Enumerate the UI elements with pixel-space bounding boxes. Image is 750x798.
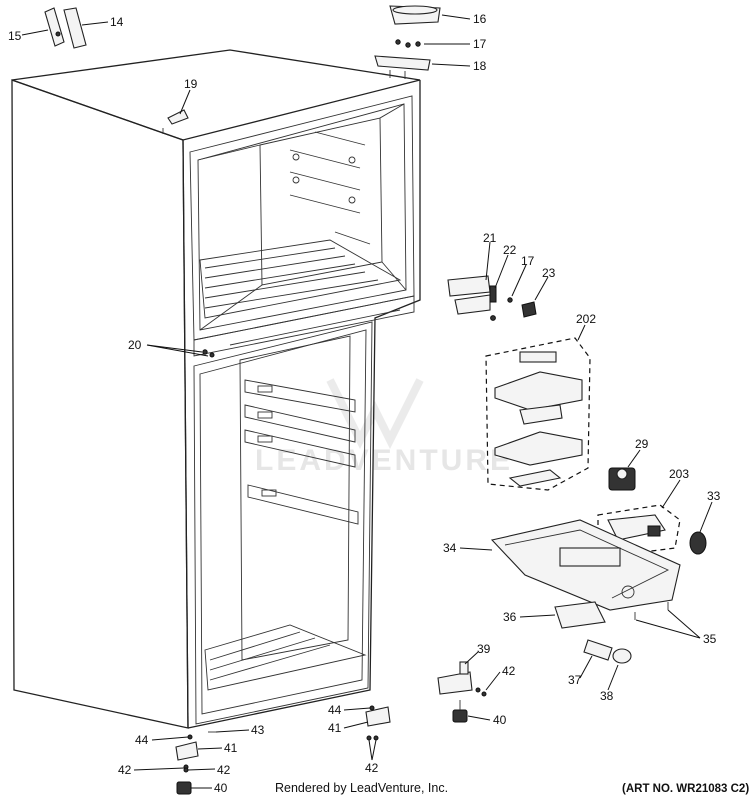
- part-mullion-screws[interactable]: [202, 349, 215, 358]
- leader-lines: [21, 14, 713, 789]
- callout-37[interactable]: 37: [568, 673, 582, 687]
- callout-43[interactable]: 43: [251, 723, 265, 737]
- callout-29[interactable]: 29: [635, 437, 649, 451]
- callout-202[interactable]: 202: [576, 312, 596, 326]
- part-screw-mid[interactable]: [507, 297, 513, 303]
- callout-15[interactable]: 15: [8, 29, 22, 43]
- watermark: LEADVENTURE: [255, 378, 513, 477]
- callout-39[interactable]: 39: [477, 642, 491, 656]
- part-bottom-hinge-left[interactable]: [175, 734, 199, 795]
- callout-23[interactable]: 23: [542, 266, 556, 280]
- part-screws-bottom-hinge[interactable]: [475, 687, 487, 697]
- callout-44-center[interactable]: 44: [328, 703, 342, 717]
- callout-36[interactable]: 36: [503, 610, 517, 624]
- part-hinge-pin[interactable]: [489, 285, 497, 321]
- part-fan-blade[interactable]: [689, 531, 707, 555]
- part-top-hinge[interactable]: [374, 55, 431, 79]
- part-screws-housing[interactable]: [634, 602, 669, 620]
- callout-42-center[interactable]: 42: [365, 761, 379, 775]
- watermark-text: LEADVENTURE: [255, 444, 513, 477]
- callout-42-left-b[interactable]: 42: [217, 763, 231, 777]
- callout-38[interactable]: 38: [600, 689, 614, 703]
- callout-17[interactable]: 17: [473, 37, 487, 51]
- callout-40-right[interactable]: 40: [493, 713, 507, 727]
- callout-34[interactable]: 34: [443, 541, 457, 555]
- callout-41-left[interactable]: 41: [224, 741, 238, 755]
- callout-41-center[interactable]: 41: [328, 721, 342, 735]
- part-control-box[interactable]: [554, 601, 606, 629]
- part-door-stop[interactable]: [521, 301, 537, 318]
- part-center-hinge[interactable]: [447, 275, 491, 315]
- callout-40-left[interactable]: 40: [214, 781, 228, 795]
- callout-18[interactable]: 18: [473, 59, 487, 73]
- callout-22[interactable]: 22: [503, 243, 517, 257]
- callout-42-left[interactable]: 42: [118, 763, 132, 777]
- part-leveling-leg-right[interactable]: [452, 700, 468, 723]
- callout-203[interactable]: 203: [669, 467, 689, 481]
- part-bottom-hinge[interactable]: [437, 661, 473, 695]
- part-light-socket[interactable]: [583, 639, 632, 664]
- part-screws-top[interactable]: [395, 39, 421, 48]
- part-top-hinge-cover[interactable]: [389, 5, 441, 25]
- part-damper-motor[interactable]: [608, 467, 636, 491]
- callout-16[interactable]: 16: [473, 12, 487, 26]
- refrigerator-cabinet: [11, 49, 421, 729]
- callout-33[interactable]: 33: [707, 489, 721, 503]
- callout-17-mid[interactable]: 17: [521, 254, 535, 268]
- part-evaporator-housing[interactable]: [490, 519, 681, 611]
- part-damper-assembly[interactable]: [485, 337, 591, 491]
- art-number: (ART NO. WR21083 C2): [622, 783, 749, 795]
- callout-numbers: 15 14 16 17 18 19 21 22 17 23 202 20 29 …: [8, 12, 721, 795]
- rendered-by-credit: Rendered by LeadVenture, Inc.: [275, 781, 448, 795]
- part-hinge-cover-top-left[interactable]: [44, 7, 87, 49]
- callout-44-left[interactable]: 44: [135, 733, 149, 747]
- callout-14[interactable]: 14: [110, 15, 124, 29]
- callout-20[interactable]: 20: [128, 338, 142, 352]
- callout-42-mid[interactable]: 42: [502, 664, 516, 678]
- callout-35[interactable]: 35: [703, 632, 717, 646]
- part-hinge-plug[interactable]: [162, 109, 189, 134]
- fresh-food-shelves: [244, 379, 359, 525]
- callout-19[interactable]: 19: [184, 77, 198, 91]
- part-bottom-hinge-center[interactable]: [365, 705, 391, 741]
- callout-21[interactable]: 21: [483, 231, 497, 245]
